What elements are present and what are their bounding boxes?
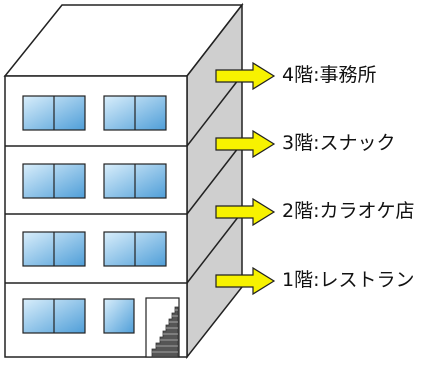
floor-4-label: 4階:事務所: [282, 64, 377, 86]
floor-1-label: 1階:レストラン: [282, 269, 415, 291]
floor-2-label: 2階:カラオケ店: [282, 200, 415, 222]
arrow-icon: [215, 61, 276, 91]
side-floor-line: [186, 211, 243, 284]
stairwell: [145, 297, 180, 358]
arrow-icon: [215, 197, 276, 227]
arrow-icon: [215, 129, 276, 159]
floor-3-label: 3階:スナック: [282, 132, 396, 154]
floor-4-windows: [22, 95, 167, 131]
side-floor-line: [186, 74, 243, 147]
staircase-steps: [152, 309, 178, 353]
floor-3-windows: [22, 163, 167, 199]
side-floor-line: [186, 142, 243, 215]
floor-1-windows: [22, 298, 135, 334]
floor-2-windows: [22, 231, 167, 267]
staircase: [151, 306, 179, 358]
arrow-icon: [215, 266, 276, 296]
window: [103, 298, 135, 334]
